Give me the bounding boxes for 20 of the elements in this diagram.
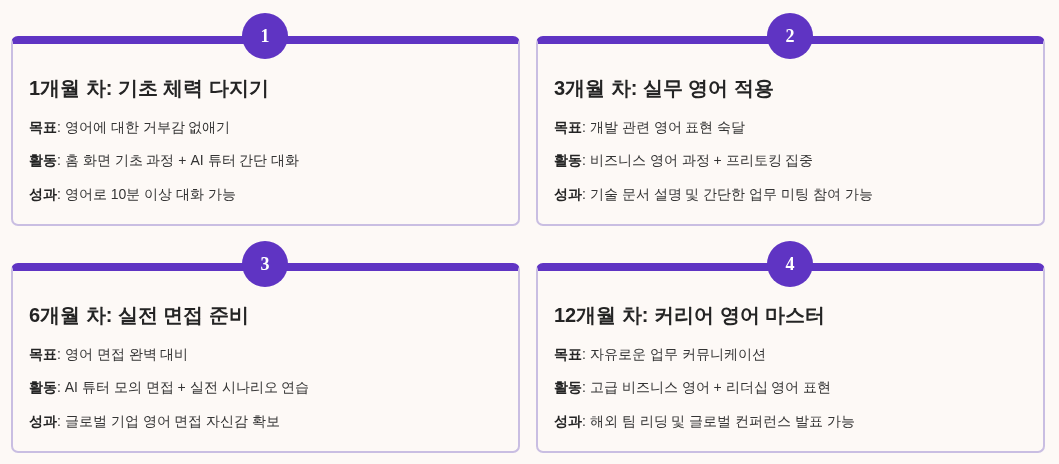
detail-text: 활동: 홈 화면 기초 과정 + AI 튜터 간단 대화: [29, 151, 300, 170]
number-circle: 1: [242, 13, 288, 59]
card-heading: 3개월 차: 실무 영어 적용: [554, 76, 774, 100]
card-heading: 6개월 차: 실전 면접 준비: [29, 303, 249, 327]
detail-text: 성과: 글로벌 기업 영어 면접 자신감 확보: [29, 412, 281, 431]
detail-text: 활동: AI 튜터 모의 면접 + 실전 시나리오 연습: [29, 378, 310, 397]
detail-text: 성과: 해외 팀 리딩 및 글로벌 컨퍼런스 발표 가능: [554, 412, 855, 431]
detail-text: 성과: 영어로 10분 이상 대화 가능: [29, 185, 236, 204]
detail-text: 목표: 개발 관련 영어 표현 숙달: [554, 118, 746, 137]
number-circle: 3: [242, 241, 288, 287]
number-circle: 4: [767, 241, 813, 287]
number-circle: 2: [767, 13, 813, 59]
detail-text: 목표: 영어에 대한 거부감 없애기: [29, 118, 231, 137]
detail-text: 활동: 비즈니스 영어 과정 + 프리토킹 집중: [554, 151, 814, 170]
detail-text: 목표: 영어 면접 완벽 대비: [29, 345, 189, 364]
detail-text: 성과: 기술 문서 설명 및 간단한 업무 미팅 참여 가능: [554, 185, 873, 204]
card-heading: 12개월 차: 커리어 영어 마스터: [554, 303, 826, 327]
detail-text: 목표: 자유로운 업무 커뮤니케이션: [554, 345, 766, 364]
detail-text: 활동: 고급 비즈니스 영어 + 리더십 영어 표현: [554, 378, 832, 397]
card-heading: 1개월 차: 기초 체력 다지기: [29, 76, 269, 100]
